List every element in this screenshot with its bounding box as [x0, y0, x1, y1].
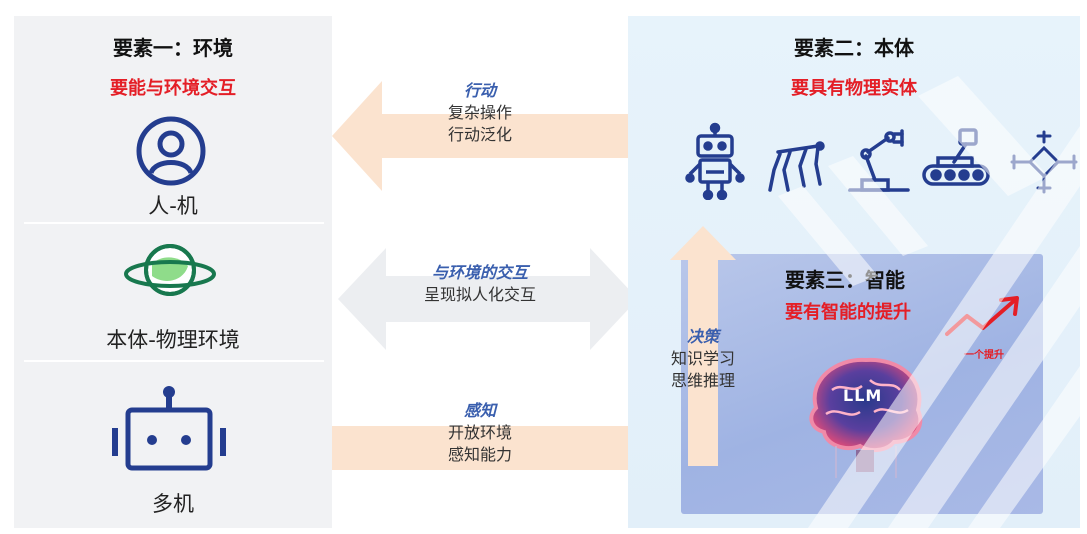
environment-title: 要素一：环境: [113, 36, 233, 60]
environment-subtitle: 要能与环境交互: [110, 78, 236, 99]
trend-label: 一个提升: [964, 350, 1004, 361]
decision-line-1: 知识学习: [670, 349, 735, 368]
intelligence-title: 要素三：智能: [785, 268, 905, 292]
brain-icon: [796, 350, 936, 480]
item-label-body-physical: 本体-物理环境: [106, 328, 240, 352]
intelligence-subtitle: 要有智能的提升: [785, 302, 911, 323]
perception-heading: 感知: [463, 401, 496, 420]
perception-text-block: 感知 开放环境 感知能力: [420, 400, 540, 466]
interaction-arrow: [338, 236, 638, 366]
embodiment-subtitle: 要具有物理实体: [791, 78, 917, 99]
item-label-multi-machine: 多机: [152, 492, 194, 516]
interaction-heading: 与环境的交互: [431, 263, 528, 282]
tracked-robot-icon: [920, 128, 992, 188]
decision-arrow: [670, 226, 736, 470]
decision-text-block: 决策 知识学习 思维推理: [648, 326, 758, 392]
action-line-1: 复杂操作: [447, 103, 512, 122]
interaction-text-block: 与环境的交互 呈现拟人化交互: [395, 262, 565, 306]
humanoid-robot-icon: [684, 122, 746, 200]
action-arrow: [332, 76, 662, 200]
decision-heading: 决策: [686, 327, 719, 346]
planet-icon: [122, 238, 218, 304]
perception-line-1: 开放环境: [447, 423, 512, 442]
perception-line-2: 感知能力: [447, 445, 512, 464]
drone-icon: [1008, 130, 1080, 194]
interaction-line-1: 呈现拟人化交互: [423, 285, 536, 304]
left-separator-2: [24, 360, 324, 362]
trend-up-arrow-icon: [945, 294, 1025, 344]
action-heading: 行动: [463, 81, 496, 100]
action-line-2: 行动泛化: [447, 125, 512, 144]
robot-face-icon: [110, 384, 228, 474]
left-separator-1: [24, 222, 324, 224]
llm-label: LLM: [843, 386, 883, 405]
embodiment-title: 要素二：本体: [794, 36, 914, 60]
item-label-human-machine: 人-机: [148, 194, 198, 218]
robot-arm-icon: [848, 128, 910, 194]
action-text-block: 行动 复杂操作 行动泛化: [420, 80, 540, 146]
person-circle-icon: [135, 115, 207, 187]
decision-line-2: 思维推理: [670, 371, 735, 390]
quadruped-robot-icon: [766, 140, 826, 196]
